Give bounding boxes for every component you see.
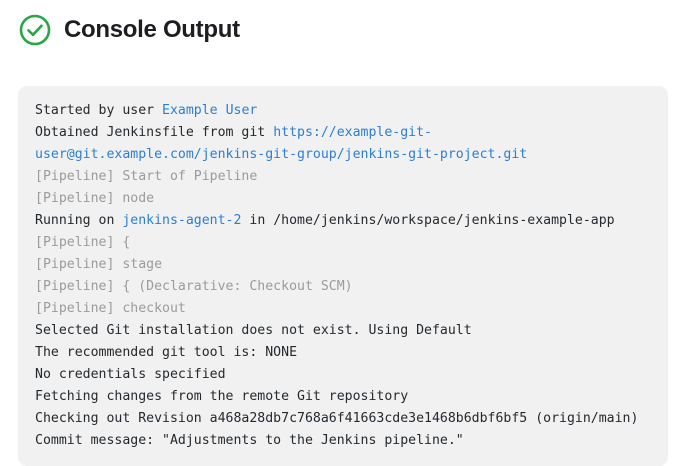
line-pipeline-open-brace: [Pipeline] { <box>35 232 652 254</box>
line-obtained-jenkinsfile: Obtained Jenkinsfile from git https://ex… <box>35 122 652 166</box>
page-header: Console Output <box>18 8 240 52</box>
console-text: [Pipeline] node <box>35 191 155 206</box>
line-selected-git-installation: Selected Git installation does not exist… <box>35 320 652 342</box>
console-link[interactable]: jenkins-agent-2 <box>122 213 242 228</box>
console-text: Running on <box>35 213 123 228</box>
console-text: Obtained Jenkinsfile from git <box>35 125 274 140</box>
console-text: [Pipeline] stage <box>35 257 163 272</box>
console-text: Started by user <box>35 103 163 118</box>
line-pipeline-declarative-checkout: [Pipeline] { (Declarative: Checkout SCM) <box>35 276 652 298</box>
console-text: Fetching changes from the remote Git rep… <box>35 389 409 404</box>
page-title: Console Output <box>64 16 240 43</box>
console-text: Checking out Revision a468a28db7c768a6f4… <box>35 411 639 426</box>
line-fetching-changes: Fetching changes from the remote Git rep… <box>35 386 652 408</box>
line-no-credentials: No credentials specified <box>35 364 652 386</box>
check-circle-icon <box>18 13 52 47</box>
line-pipeline-node: [Pipeline] node <box>35 188 652 210</box>
line-checking-out-revision: Checking out Revision a468a28db7c768a6f4… <box>35 408 652 430</box>
console-text: No credentials specified <box>35 367 226 382</box>
line-recommended-git-tool: The recommended git tool is: NONE <box>35 342 652 364</box>
line-started-by-user: Started by user Example User <box>35 100 652 122</box>
console-output-page: Console Output Started by user Example U… <box>18 8 668 466</box>
console-text: [Pipeline] checkout <box>35 301 186 316</box>
line-pipeline-start: [Pipeline] Start of Pipeline <box>35 166 652 188</box>
line-pipeline-checkout: [Pipeline] checkout <box>35 298 652 320</box>
line-running-on-agent: Running on jenkins-agent-2 in /home/jenk… <box>35 210 652 232</box>
console-link[interactable]: Example User <box>162 103 258 118</box>
check-circle-icon-svg <box>19 14 51 46</box>
line-commit-message: Commit message: "Adjustments to the Jenk… <box>35 430 652 452</box>
console-text: [Pipeline] Start of Pipeline <box>35 169 258 184</box>
console-text: in /home/jenkins/workspace/jenkins-examp… <box>241 213 615 228</box>
console-text: [Pipeline] { <box>35 235 131 250</box>
console-text: Commit message: "Adjustments to the Jenk… <box>35 433 464 448</box>
line-pipeline-stage: [Pipeline] stage <box>35 254 652 276</box>
console-text: Selected Git installation does not exist… <box>35 323 472 338</box>
console-text: [Pipeline] { (Declarative: Checkout SCM) <box>35 279 353 294</box>
console-link[interactable]: https://example-git-user@git.example.com… <box>35 125 528 162</box>
console-text: The recommended git tool is: NONE <box>35 345 298 360</box>
